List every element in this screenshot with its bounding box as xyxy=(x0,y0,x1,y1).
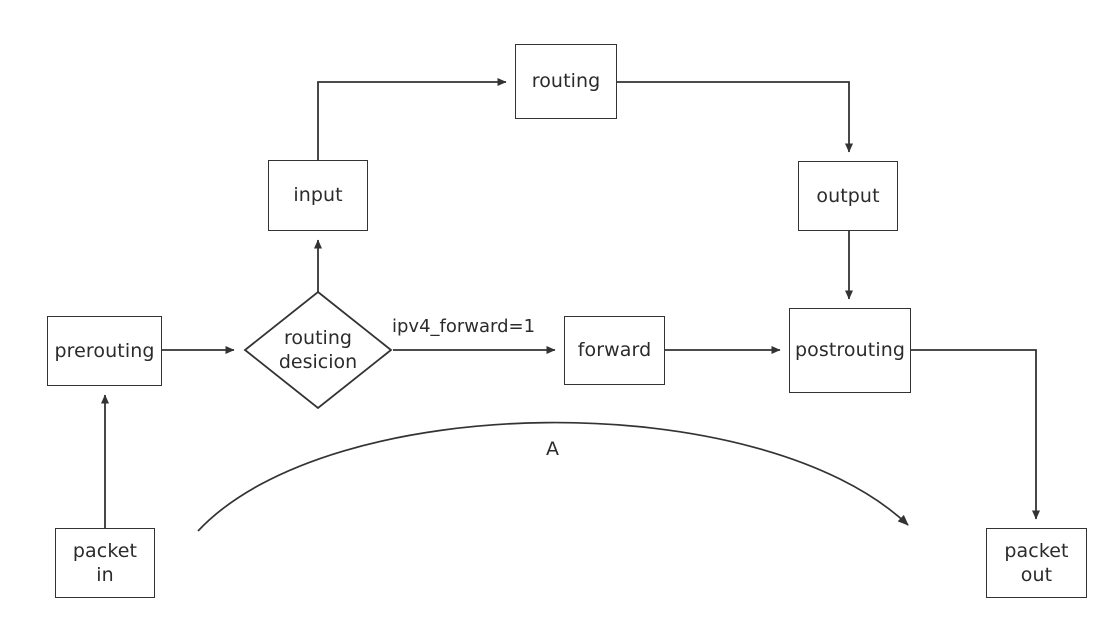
node-forward-label: forward xyxy=(577,339,652,362)
node-output-label: output xyxy=(816,184,880,207)
node-postrouting-label: postrouting xyxy=(794,339,906,362)
edge-curve-a xyxy=(197,421,909,532)
edge-routing-to-output xyxy=(617,81,853,153)
diamond-shape xyxy=(243,290,393,410)
node-output[interactable]: output xyxy=(798,161,898,231)
node-packet-in-label: packet in xyxy=(72,539,138,586)
node-postrouting[interactable]: postrouting xyxy=(789,308,911,393)
node-input[interactable]: input xyxy=(268,160,368,231)
node-routing-decision[interactable]: routing desicion xyxy=(243,290,393,410)
edge-label-curve-a: A xyxy=(546,438,559,460)
edge-input-to-routing xyxy=(317,78,507,160)
node-input-label: input xyxy=(293,184,343,207)
node-routing-label: routing xyxy=(531,70,601,93)
node-prerouting-label: prerouting xyxy=(54,339,155,362)
node-packet-in[interactable]: packet in xyxy=(55,528,155,598)
edge-postrouting-to-packetout xyxy=(911,349,1040,520)
node-packet-out[interactable]: packet out xyxy=(986,528,1087,598)
node-routing[interactable]: routing xyxy=(515,44,617,119)
node-packet-out-label: packet out xyxy=(1004,539,1069,586)
edge-label-ipv4-forward: ipv4_forward=1 xyxy=(392,316,536,337)
node-forward[interactable]: forward xyxy=(564,316,665,385)
node-prerouting[interactable]: prerouting xyxy=(47,316,162,386)
